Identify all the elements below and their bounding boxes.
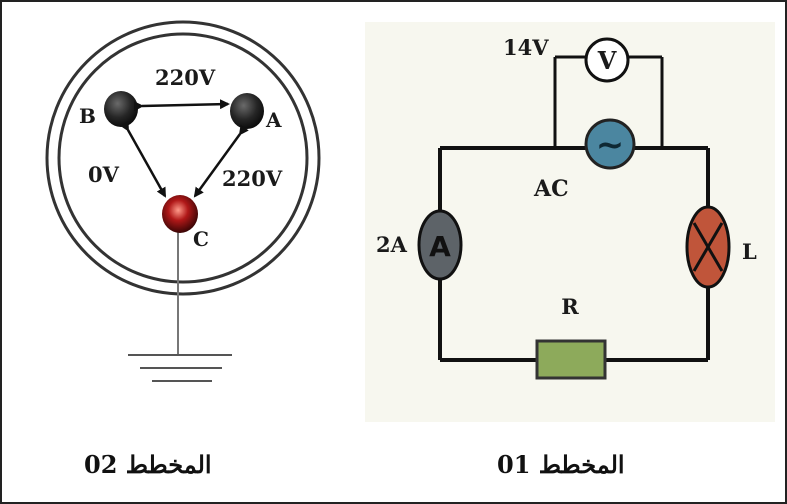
- terminal-c: [162, 195, 198, 233]
- socket-inner-ring: [57, 32, 309, 284]
- ground-icon: [128, 354, 232, 382]
- label-voltage-ba: 220V: [155, 65, 216, 90]
- socket-outer-ring: [45, 20, 321, 296]
- label-terminal-b: B: [79, 104, 96, 128]
- socket-diagram: B A C 220V 0V 220V: [45, 20, 321, 382]
- voltmeter: V: [584, 37, 630, 83]
- arrow-a-c: [193, 124, 249, 198]
- ac-source: ~: [584, 118, 636, 170]
- label-ammeter-reading: 2A: [376, 232, 408, 257]
- label-ac-source: AC: [533, 176, 569, 202]
- label-terminal-a: A: [265, 108, 282, 132]
- ammeter-symbol: A: [429, 230, 451, 263]
- caption-diagram-02: المخطط 02: [84, 450, 212, 479]
- label-resistor: R: [561, 294, 579, 319]
- resistor: [535, 339, 607, 380]
- caption-diagram-01: المخطط 01: [497, 450, 625, 479]
- label-voltage-ac: 220V: [222, 166, 283, 191]
- terminal-a: [230, 93, 264, 129]
- terminal-b: [104, 91, 138, 127]
- arrow-b-c: [119, 120, 167, 198]
- ac-source-symbol: ~: [596, 125, 625, 165]
- label-voltmeter-reading: 14V: [503, 35, 549, 60]
- voltmeter-symbol: V: [597, 46, 617, 75]
- ammeter: A: [417, 209, 463, 281]
- circuit-wires: [438, 55, 710, 362]
- lamp: [685, 205, 731, 289]
- arrow-b-a: [133, 99, 230, 112]
- label-lamp: L: [742, 239, 757, 264]
- label-voltage-bc: 0V: [88, 162, 120, 187]
- circuit-diagram: V 14V ~ AC A 2A L R: [365, 22, 775, 422]
- label-terminal-c: C: [193, 227, 209, 251]
